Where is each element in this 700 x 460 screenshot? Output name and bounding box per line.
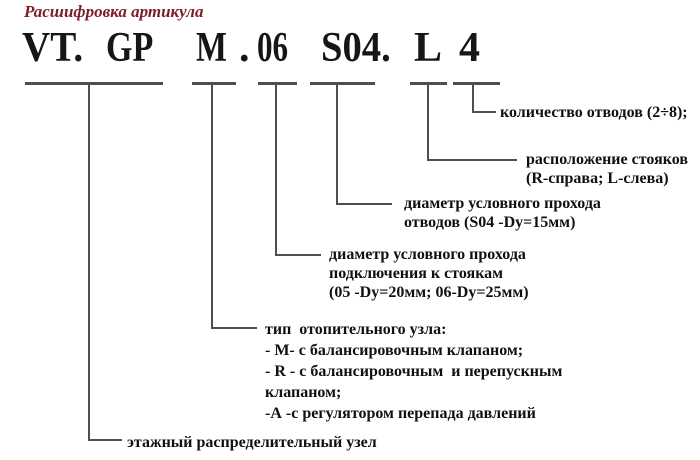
code-segment-l: L [414,25,443,71]
underline-s04 [310,82,375,85]
connector-unit-type-vertical [211,83,213,329]
code-segment-vt: VT. [22,25,84,71]
underline-4 [453,82,500,85]
underline-06 [258,82,297,85]
connector-risers-location-vertical [427,83,429,161]
annotation-outlets-count: количество отводов (2÷8); [500,104,688,121]
annotation-unit-type: тип отопительного узла: - М- с балансиро… [265,321,563,423]
code-segment-dot: . [239,25,250,71]
code-segment-06: 06 [257,25,289,71]
connector-connection-diameter-vertical [275,83,277,256]
connector-unit-type-elbow [211,327,257,329]
underline-vt-gp [25,82,163,85]
annotation-outlets-diameter: диаметр условного прохода отводов (S04 -… [404,195,601,232]
connector-floor-unit-vertical [88,83,90,441]
code-segment-gp: GP [106,25,154,71]
annotation-risers-location: расположение стояков (R-справа; L-слева) [526,151,688,188]
annotation-connection-diameter: диаметр условного прохода подключения к … [329,246,529,302]
connector-floor-unit-elbow [88,439,122,441]
connector-outlets-diameter-vertical [336,83,338,205]
code-segment-m: M [196,25,227,71]
connector-outlets-diameter-elbow [336,203,392,205]
annotation-floor-unit: этажный распределительный узел [127,434,377,451]
page-title: Расшифровка артикула [24,2,204,21]
code-segment-4: 4 [459,25,480,71]
connector-outlets-count-elbow [472,111,496,113]
code-segment-s04: S04. [321,25,391,71]
connector-outlets-count-vertical [472,83,474,113]
connector-connection-diameter-elbow [275,254,321,256]
underline-m [192,82,236,85]
connector-risers-location-elbow [427,159,517,161]
